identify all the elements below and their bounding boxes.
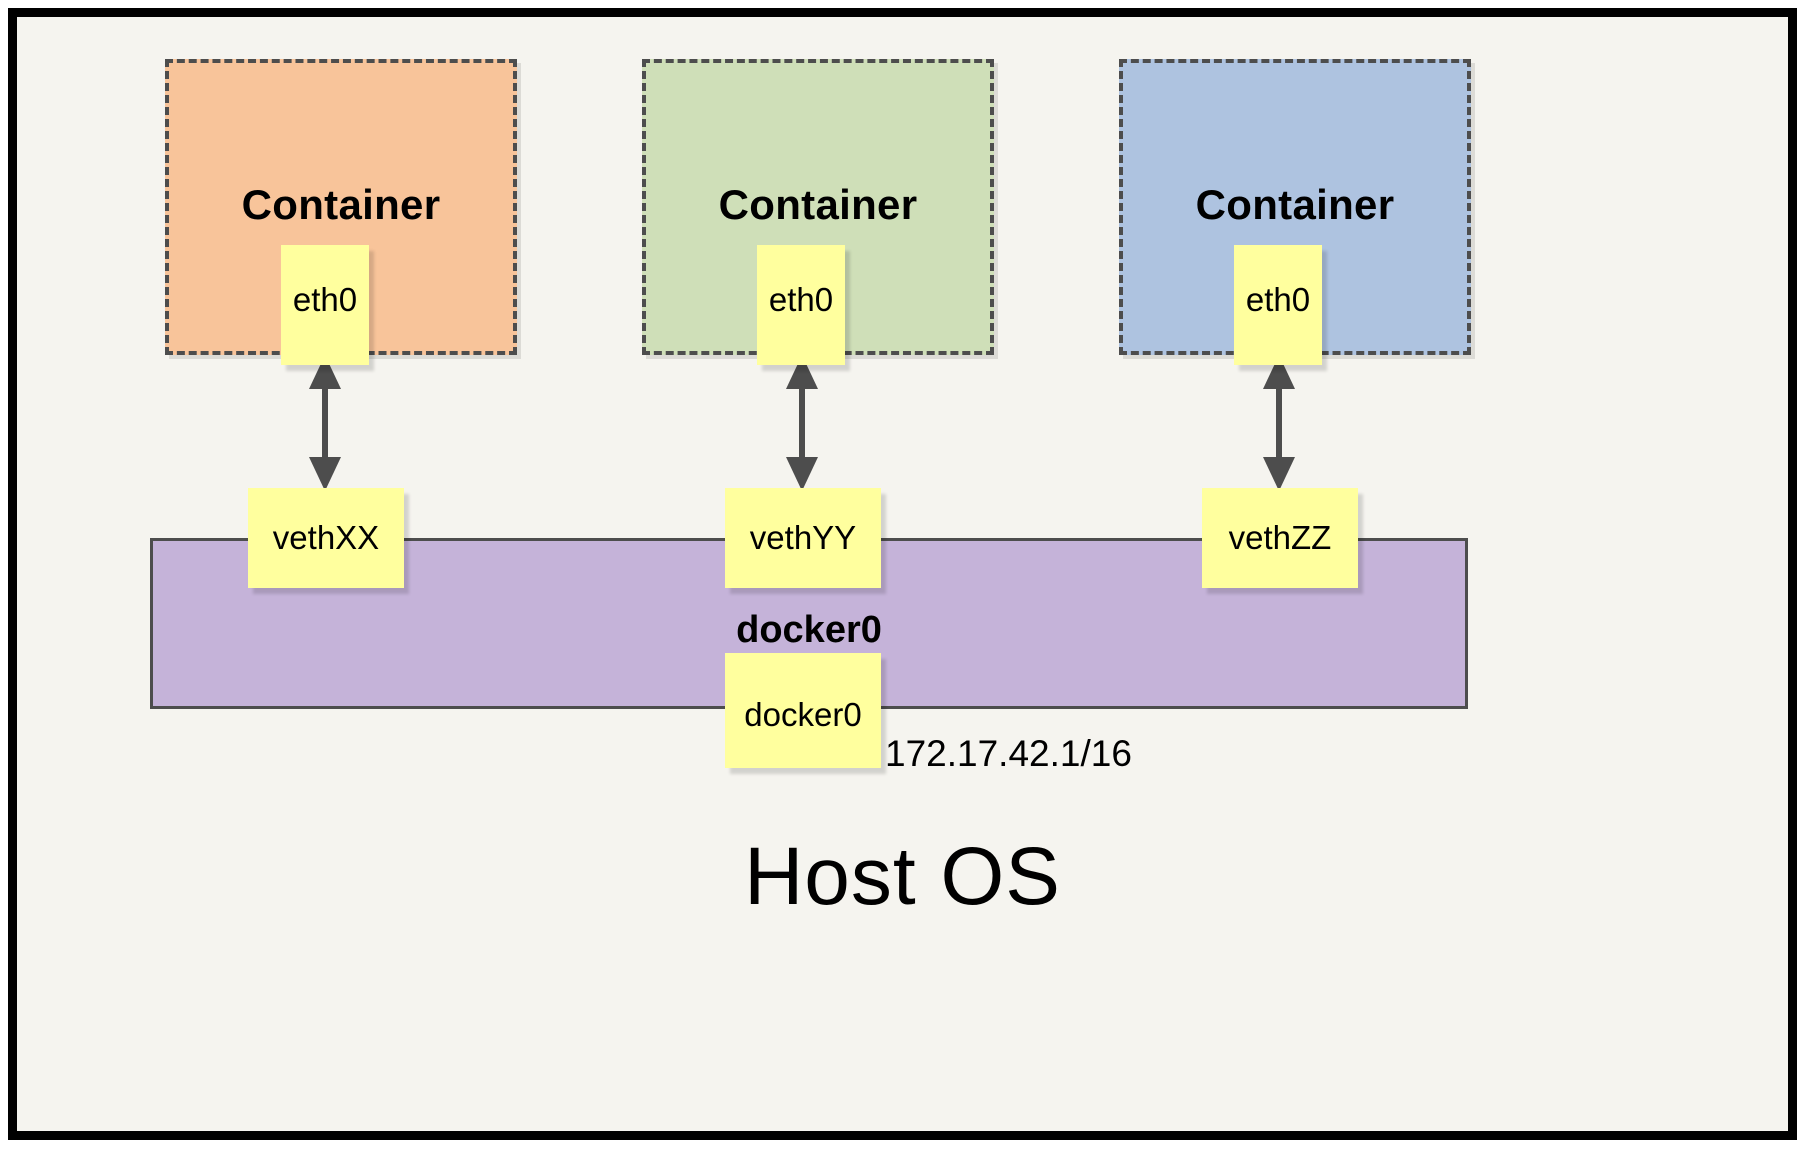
container-title-3: Container [1195, 181, 1395, 228]
diagram-stage: docker0 Container Container Container et… [17, 17, 1788, 1131]
container-title-1: Container [241, 181, 441, 228]
eth0-label-2: eth0 [768, 281, 834, 318]
veth-note-1[interactable]: vethXX [248, 488, 404, 588]
eth0-note-2[interactable]: eth0 [757, 245, 845, 365]
docker0-note[interactable]: docker0 [725, 653, 881, 768]
veth-label-2: vethYY [749, 519, 857, 556]
connector-arrow-1 [309, 355, 341, 491]
eth0-note-1[interactable]: eth0 [281, 245, 369, 365]
veth-label-1: vethXX [272, 519, 380, 556]
connector-arrow-3 [1263, 355, 1295, 491]
eth0-label-3: eth0 [1245, 281, 1311, 318]
docker0-ip-label: 172.17.42.1/16 [885, 733, 1132, 774]
container-title-2: Container [718, 181, 918, 228]
eth0-label-1: eth0 [292, 281, 358, 318]
docker0-bridge-label: docker0 [736, 609, 882, 651]
host-os-label: Host OS [744, 831, 1061, 922]
diagram-canvas: docker0 Container Container Container et… [8, 8, 1797, 1140]
veth-note-2[interactable]: vethYY [725, 488, 881, 588]
eth0-note-3[interactable]: eth0 [1234, 245, 1322, 365]
docker0-note-label: docker0 [744, 696, 862, 733]
veth-note-3[interactable]: vethZZ [1202, 488, 1358, 588]
connector-arrow-2 [786, 355, 818, 491]
veth-label-3: vethZZ [1228, 519, 1332, 556]
